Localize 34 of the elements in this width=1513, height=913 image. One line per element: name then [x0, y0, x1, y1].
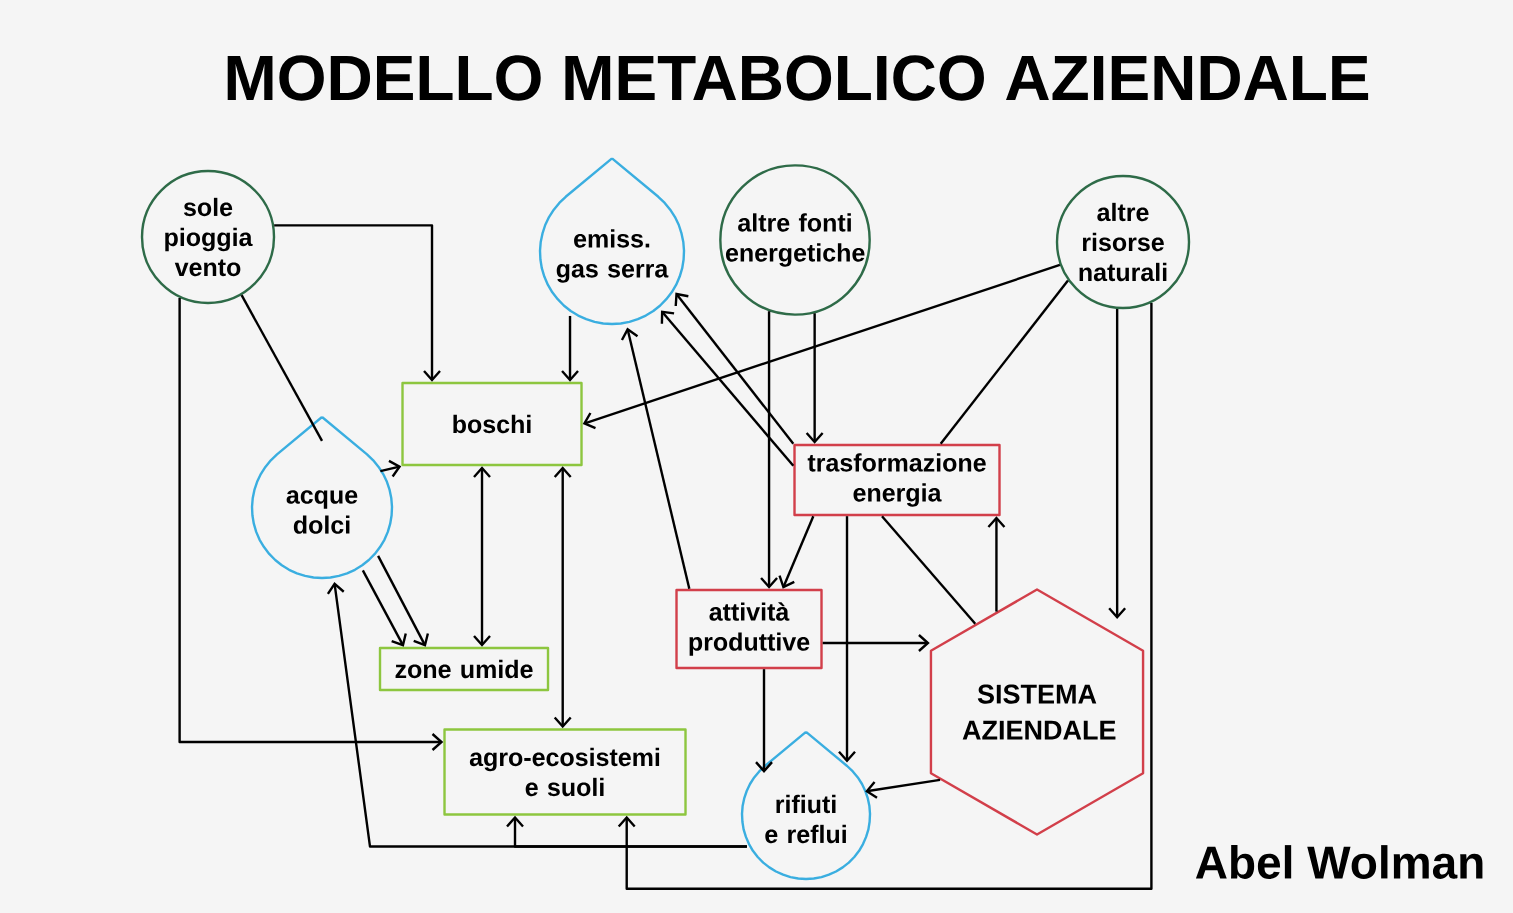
arrow: [674, 292, 795, 445]
arrow: [553, 466, 572, 729]
arrow: [805, 313, 824, 444]
arrow: [506, 815, 747, 848]
arrow: [838, 516, 856, 763]
process-box: zone umide: [378, 646, 550, 692]
drop-shape: acque dolci: [250, 415, 394, 580]
arrow: [582, 263, 1061, 430]
arrow: [822, 634, 930, 652]
process-box: trasformazione energia: [793, 443, 1001, 517]
arrow: [660, 310, 795, 467]
arrow: [617, 302, 1153, 890]
arrow: [473, 466, 491, 647]
arrow: [760, 311, 778, 589]
process-box: attività produttive: [675, 588, 823, 670]
system-hexagon: SISTEMA AZIENDALE: [929, 588, 1145, 836]
arrow: [274, 224, 441, 382]
arrow: [561, 315, 579, 382]
process-box: boschi: [401, 381, 583, 467]
arrow: [1108, 308, 1127, 620]
process-box: agro-ecosistemi e suoli: [443, 728, 687, 816]
arrow: [178, 297, 444, 751]
arrow: [865, 778, 941, 799]
drop-shape: rifiuti e reflui: [740, 730, 872, 881]
arrow: [987, 516, 1006, 612]
arrow: [361, 569, 407, 647]
arrow: [755, 669, 773, 773]
arrow: [380, 459, 402, 478]
arrow: [620, 327, 691, 590]
author-name: Abel Wolman: [1195, 845, 1483, 879]
arrow: [377, 555, 430, 647]
diagram-title: MODELLO METABOLICO AZIENDALE: [227, 55, 1369, 101]
arrow: [778, 515, 815, 589]
drop-shape: emiss. gas serra: [538, 157, 686, 326]
